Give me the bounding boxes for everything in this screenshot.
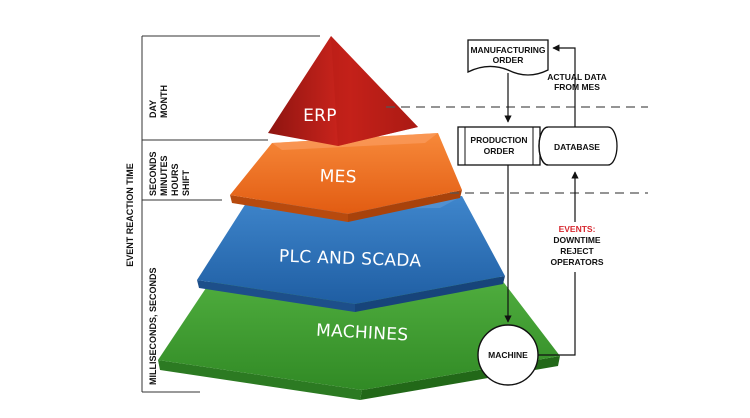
band-shift-label: SHIFT — [181, 169, 191, 196]
machine-label: MACHINE — [488, 350, 528, 360]
band-minutes-label: MINUTES — [159, 156, 169, 197]
events-title: EVENTS: — [559, 224, 596, 234]
production-order-line2: ORDER — [484, 146, 515, 156]
events-downtime: DOWNTIME — [553, 235, 601, 245]
production-order-line1: PRODUCTION — [470, 135, 527, 145]
pyramid: MACHINES PLC AND SCADA MES ERP — [158, 36, 560, 400]
events-reject: REJECT — [560, 246, 594, 256]
layer-mes: MES — [230, 133, 462, 222]
database-label: DATABASE — [554, 142, 600, 152]
production-order-box: PRODUCTION ORDER — [457, 126, 541, 166]
actual-data-line2: FROM MES — [554, 82, 600, 92]
plc-and-scada-label: PLC AND SCADA — [279, 247, 422, 272]
manufacturing-order-line1: MANUFACTURING — [470, 45, 545, 55]
event-reaction-time-label: EVENT REACTION TIME — [125, 163, 135, 267]
information-flow: MANUFACTURING ORDER ACTUAL DATA FROM MES… — [457, 39, 618, 386]
machine-node: MACHINE — [477, 324, 539, 386]
band-day-label: DAY — [148, 100, 158, 118]
band-month-label: MONTH — [159, 85, 169, 118]
database-cylinder: DATABASE — [538, 126, 618, 166]
events-label-bg — [553, 222, 601, 272]
level-dividers — [386, 106, 648, 194]
actual-data-line1: ACTUAL DATA — [547, 72, 607, 82]
layer-erp: ERP — [268, 36, 418, 146]
band-hours-label: HOURS — [170, 163, 180, 196]
band-seconds-label: SECONDS — [148, 151, 158, 196]
mes-label: MES — [319, 166, 357, 187]
events-operators: OPERATORS — [550, 257, 603, 267]
band-milliseconds-label: MILLISECONDS, SECONDS — [148, 267, 158, 385]
machines-label: MACHINES — [316, 321, 409, 346]
erp-label: ERP — [303, 106, 337, 126]
manufacturing-order-document: MANUFACTURING ORDER — [467, 39, 549, 76]
manufacturing-order-line2: ORDER — [493, 55, 524, 65]
arrow-database-to-order — [552, 44, 576, 127]
reaction-time-scale: EVENT REACTION TIME DAY MONTH SECONDS MI… — [125, 35, 320, 393]
